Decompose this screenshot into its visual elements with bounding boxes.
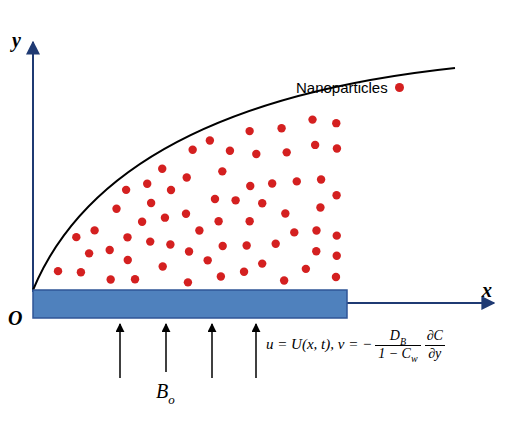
nanoparticle (77, 268, 85, 276)
formula-part: 1 − C (378, 347, 411, 361)
field-subscript: o (168, 393, 175, 406)
nanoparticle (311, 141, 319, 149)
nanoparticle (333, 144, 341, 152)
nanoparticle (252, 150, 260, 158)
nanoparticle (245, 127, 253, 135)
nanoparticle (54, 267, 62, 275)
nanoparticle (332, 119, 340, 127)
nanoparticle (161, 213, 169, 221)
nanoparticle (312, 247, 320, 255)
nanoparticle (158, 164, 166, 172)
field-symbol: B (156, 381, 168, 401)
nanoparticle (72, 233, 80, 241)
nanoparticle (182, 210, 190, 218)
fraction-bar (425, 345, 445, 346)
nanoparticle (206, 136, 214, 144)
formula-part: ∂C (427, 329, 443, 343)
nanoparticle (281, 209, 289, 217)
nanoparticle (203, 256, 211, 264)
nanoparticle (246, 182, 254, 190)
nanoparticle (293, 177, 301, 185)
nanoparticle (138, 218, 146, 226)
nanoparticle (105, 246, 113, 254)
nanoparticle (211, 195, 219, 203)
nanoparticle-dots (54, 115, 341, 286)
legend-text: Nanoparticles (296, 80, 388, 95)
nanoparticle (226, 147, 234, 155)
nanoparticle (123, 233, 131, 241)
nanoparticle (316, 203, 324, 211)
boundary-layer-edge (33, 68, 455, 290)
nanoparticle (124, 256, 132, 264)
nanoparticle (271, 239, 279, 247)
nanoparticle (218, 242, 226, 250)
nanoparticle (147, 199, 155, 207)
nanoparticle (143, 180, 151, 188)
nanoparticle (214, 217, 222, 225)
nanoparticle (146, 237, 154, 245)
legend-swatch (395, 83, 404, 92)
nanoparticle (167, 186, 175, 194)
formula-subscript: w (411, 354, 418, 364)
nanoparticle (332, 191, 340, 199)
nanoparticle (290, 228, 298, 236)
nanoparticle (242, 241, 250, 249)
nanoparticle (217, 272, 225, 280)
fraction-bar (375, 345, 420, 346)
nanoparticle (85, 249, 93, 257)
formula-part: ∂y (428, 347, 441, 361)
nanoparticle (332, 273, 340, 281)
nanoparticle (277, 124, 285, 132)
nanoparticle (240, 268, 248, 276)
nanoparticle (258, 259, 266, 267)
nanoparticle (90, 226, 98, 234)
nanoparticle (282, 148, 290, 156)
nanoparticle (280, 276, 288, 284)
nanoparticle (185, 247, 193, 255)
nanoparticle (268, 179, 276, 187)
nanoparticle (122, 186, 130, 194)
nanoparticle (258, 199, 266, 207)
nanoparticle (218, 167, 226, 175)
nanoparticle (183, 173, 191, 181)
origin-label: O (8, 308, 22, 328)
nanoparticle (195, 226, 203, 234)
nanoparticle (333, 231, 341, 239)
nanoparticle (159, 262, 167, 270)
nanoparticle (188, 145, 196, 153)
nanoparticle (112, 205, 120, 213)
nanoparticle (131, 275, 139, 283)
nanoparticle (166, 240, 174, 248)
nanoparticle (245, 217, 253, 225)
nanoparticle (184, 278, 192, 286)
nanoparticle (231, 196, 239, 204)
y-axis (32, 42, 34, 292)
nanoparticle (302, 265, 310, 273)
x-axis (347, 302, 494, 304)
formula-part: D (390, 329, 400, 343)
nanoparticle (106, 275, 114, 283)
axis-label: x (482, 280, 492, 300)
nanoparticle (317, 175, 325, 183)
axis-label: y (12, 30, 21, 50)
nanoparticle (308, 115, 316, 123)
nanoparticle (312, 226, 320, 234)
magnetic-field-arrows (120, 324, 256, 378)
boundary-condition: u = U(x, t), v = − (266, 337, 372, 352)
nanoparticle (333, 252, 341, 260)
stretching-sheet (33, 290, 347, 318)
